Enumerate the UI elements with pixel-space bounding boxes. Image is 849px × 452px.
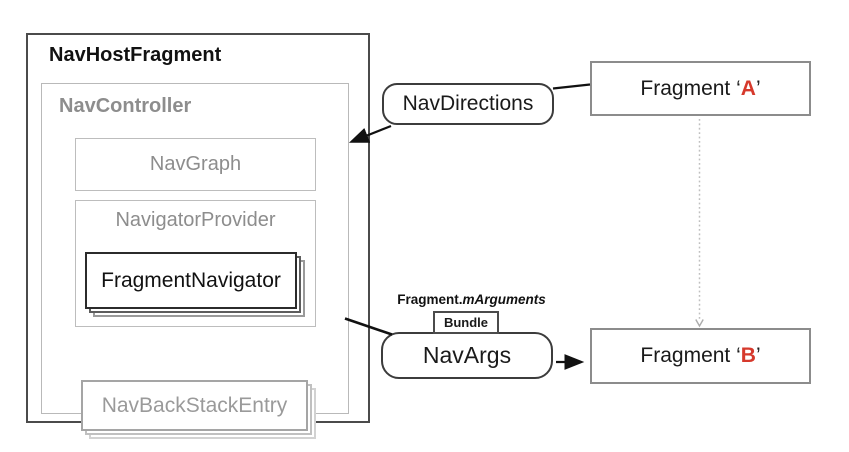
m-arguments-note-field: mArguments (462, 292, 546, 307)
m-arguments-note: Fragment.mArguments (390, 292, 553, 307)
fragment-b-letter: B (740, 344, 756, 367)
nav-host-fragment-label: NavHostFragment (49, 44, 222, 66)
m-arguments-note-class: Fragment. (397, 292, 463, 307)
fragment-b-label: Fragment ‘B’ (640, 344, 761, 367)
bundle-label: Bundle (443, 315, 489, 330)
nav-back-stack-entry-box: NavBackStackEntry (81, 380, 308, 431)
fragment-navigator-label: FragmentNavigator (101, 268, 281, 292)
navigator-provider-label: NavigatorProvider (115, 209, 276, 231)
nav-graph-box: NavGraph (75, 138, 316, 191)
dotted-arrowhead (695, 319, 704, 328)
nav-args-pill: NavArgs (381, 332, 553, 379)
fragment-a-label: Fragment ‘A’ (640, 76, 761, 100)
fragment-b-box: Fragment ‘B’ (590, 328, 811, 384)
fragment-navigator-box: FragmentNavigator (85, 252, 297, 309)
nav-controller-label: NavController (59, 95, 192, 117)
fragment-a-letter: A (740, 76, 756, 100)
nav-controller-box: NavController NavGraph NavigatorProvider… (41, 83, 349, 439)
line-fragment-a-to-nav-directions (552, 83, 591, 90)
nav-back-stack-entry-stack: NavBackStackEntry (81, 380, 326, 450)
bundle-box: Bundle (433, 311, 499, 334)
nav-directions-pill: NavDirections (382, 83, 554, 125)
nav-directions-label: NavDirections (402, 92, 534, 115)
nav-back-stack-entry-label: NavBackStackEntry (101, 393, 288, 417)
nav-host-fragment-box: NavHostFragment NavController NavGraph N… (26, 33, 370, 439)
nav-args-label: NavArgs (422, 342, 512, 368)
nav-graph-label: NavGraph (149, 153, 242, 175)
navigator-provider-box: NavigatorProvider FragmentNavigator (75, 200, 316, 327)
fragment-a-box: Fragment ‘A’ (590, 61, 811, 116)
